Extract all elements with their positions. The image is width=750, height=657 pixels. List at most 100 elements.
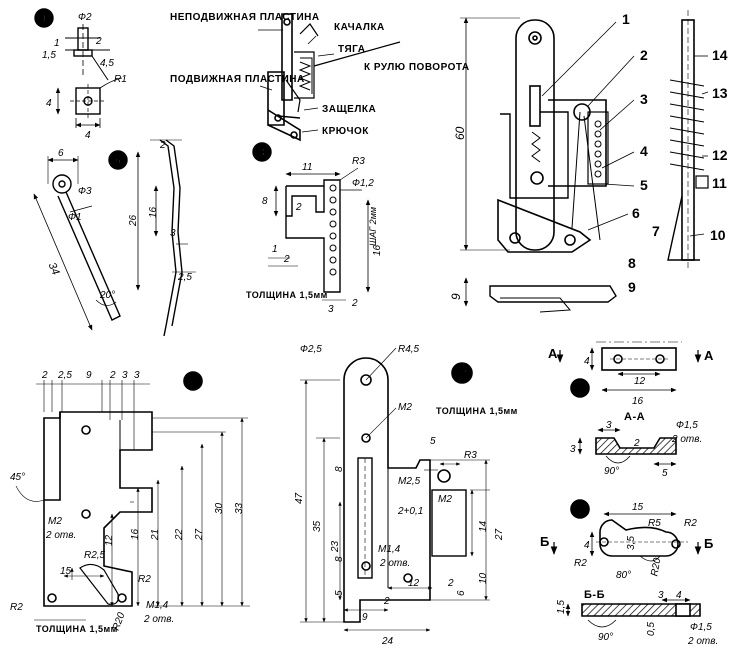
svg-text:2 отв.: 2 отв. bbox=[379, 558, 410, 569]
svg-text:6: 6 bbox=[115, 155, 121, 167]
svg-text:Ф1: Ф1 bbox=[68, 212, 82, 223]
svg-text:8: 8 bbox=[628, 255, 636, 271]
svg-text:2 отв.: 2 отв. bbox=[671, 434, 702, 445]
svg-text:45°: 45° bbox=[10, 472, 25, 483]
svg-text:9: 9 bbox=[449, 293, 463, 300]
svg-text:3,5: 3,5 bbox=[626, 536, 637, 550]
badge-part-6: 6 bbox=[108, 150, 128, 170]
svg-text:R20: R20 bbox=[649, 557, 663, 577]
svg-text:3: 3 bbox=[122, 370, 128, 381]
svg-text:80°: 80° bbox=[616, 570, 631, 581]
svg-text:5: 5 bbox=[334, 590, 345, 596]
part-3-holes bbox=[329, 184, 337, 276]
svg-text:R3: R3 bbox=[464, 450, 477, 461]
svg-text:24: 24 bbox=[381, 636, 394, 647]
svg-text:22: 22 bbox=[174, 528, 185, 541]
part-3-dimensions: 11 R3 Ф1,2 8 2 ШАГ 2мм 16 1 2 3 2 ТОЛЩИН… bbox=[246, 156, 383, 315]
svg-text:М2: М2 bbox=[438, 494, 452, 505]
svg-text:11: 11 bbox=[712, 175, 727, 191]
svg-text:R2,5: R2,5 bbox=[84, 550, 106, 561]
svg-text:А: А bbox=[704, 348, 714, 363]
svg-text:1: 1 bbox=[622, 11, 630, 27]
part-14-dimensions: Ф2,5 R4,5 М2 ТОЛЩИНА 1,5мм 5 R3 М2,5 М2 … bbox=[294, 344, 517, 647]
svg-text:27: 27 bbox=[494, 528, 505, 541]
part-14-drawing: 14 bbox=[300, 347, 490, 632]
svg-text:Б: Б bbox=[704, 536, 714, 551]
svg-text:3: 3 bbox=[134, 370, 140, 381]
assembly-main-dimensions: 60 9 bbox=[449, 126, 467, 300]
svg-text:8: 8 bbox=[262, 196, 268, 207]
badge-part-10: 10 bbox=[570, 499, 590, 519]
svg-text:ТЯГА: ТЯГА bbox=[338, 44, 365, 55]
part-6-drawing: 6 bbox=[33, 150, 128, 331]
svg-text:2: 2 bbox=[41, 370, 48, 381]
svg-text:2: 2 bbox=[95, 36, 102, 47]
svg-text:5: 5 bbox=[577, 383, 583, 395]
assembly-main-callouts: 1 2 3 4 5 6 7 8 9 10 11 12 13 14 bbox=[622, 11, 728, 295]
svg-text:10: 10 bbox=[710, 227, 726, 243]
svg-text:21: 21 bbox=[150, 529, 161, 541]
part-5-dimensions: А А А-А 4 12 16 3 2 Ф1,5 2 отв. 3 90° 5 bbox=[548, 346, 714, 479]
svg-text:2: 2 bbox=[640, 47, 648, 63]
svg-text:М2,5: М2,5 bbox=[398, 476, 421, 487]
svg-text:34: 34 bbox=[46, 261, 62, 277]
svg-text:12: 12 bbox=[634, 376, 646, 387]
svg-text:R3: R3 bbox=[352, 156, 365, 167]
svg-text:Б: Б bbox=[540, 534, 550, 549]
svg-text:14: 14 bbox=[456, 369, 468, 380]
assembly-overview-drawing bbox=[267, 13, 401, 142]
svg-text:33: 33 bbox=[234, 502, 245, 514]
assembly-main-leaders bbox=[541, 21, 709, 237]
svg-text:К РУЛЮ ПОВОРОТА: К РУЛЮ ПОВОРОТА bbox=[364, 62, 470, 73]
part-1-dimensions: Ф2 2 1,5 1 4,5 R1 4 4 bbox=[42, 12, 127, 141]
svg-text:КРЮЧОК: КРЮЧОК bbox=[322, 126, 369, 137]
svg-text:ЗАЩЕЛКА: ЗАЩЕЛКА bbox=[322, 104, 376, 115]
svg-text:3: 3 bbox=[640, 91, 648, 107]
svg-text:ПОДВИЖНАЯ ПЛАСТИНА: ПОДВИЖНАЯ ПЛАСТИНА bbox=[170, 74, 305, 85]
svg-text:R1: R1 bbox=[114, 74, 127, 85]
svg-text:12: 12 bbox=[408, 578, 420, 589]
svg-text:R2: R2 bbox=[138, 574, 151, 585]
part-7-dim-lines bbox=[15, 380, 250, 621]
svg-text:9: 9 bbox=[86, 370, 92, 381]
svg-text:А-А: А-А bbox=[624, 411, 645, 423]
svg-text:26: 26 bbox=[128, 214, 139, 227]
svg-text:2: 2 bbox=[109, 370, 116, 381]
svg-text:2: 2 bbox=[159, 140, 166, 151]
svg-text:Ф1,5: Ф1,5 bbox=[690, 622, 712, 633]
svg-text:3: 3 bbox=[259, 147, 265, 159]
svg-text:М1,4: М1,4 bbox=[146, 600, 169, 611]
svg-text:Ф1,2: Ф1,2 bbox=[352, 178, 374, 189]
svg-text:А: А bbox=[548, 346, 558, 361]
svg-text:3: 3 bbox=[606, 420, 612, 431]
svg-text:7: 7 bbox=[190, 376, 196, 388]
svg-text:6: 6 bbox=[58, 148, 64, 159]
svg-text:0,5: 0,5 bbox=[646, 622, 657, 636]
svg-text:3: 3 bbox=[658, 590, 664, 601]
svg-text:5: 5 bbox=[662, 468, 668, 479]
svg-text:М2: М2 bbox=[398, 402, 412, 413]
svg-text:30: 30 bbox=[214, 502, 225, 514]
svg-text:2+0,1: 2+0,1 bbox=[397, 506, 423, 517]
svg-text:8: 8 bbox=[334, 466, 345, 472]
svg-text:1: 1 bbox=[54, 38, 60, 49]
svg-text:4: 4 bbox=[46, 98, 52, 109]
svg-text:Ф2,5: Ф2,5 bbox=[300, 344, 322, 355]
svg-text:Ф2: Ф2 bbox=[78, 12, 92, 23]
badge-part-1: 1 bbox=[34, 8, 54, 28]
part-7-drawing: 7 bbox=[15, 371, 250, 621]
svg-text:2: 2 bbox=[383, 596, 390, 607]
spring-wire-drawing bbox=[135, 139, 196, 337]
svg-text:16: 16 bbox=[130, 528, 141, 540]
svg-text:R2: R2 bbox=[574, 558, 587, 569]
svg-text:15: 15 bbox=[632, 502, 644, 513]
assembly-overview-labels: НЕПОДВИЖНАЯ ПЛАСТИНА КАЧАЛКА ТЯГА К РУЛЮ… bbox=[170, 12, 470, 137]
svg-text:16: 16 bbox=[372, 244, 383, 256]
svg-text:14: 14 bbox=[478, 520, 489, 532]
svg-text:Ф3: Ф3 bbox=[78, 186, 92, 197]
svg-text:2 отв.: 2 отв. bbox=[45, 530, 76, 541]
part-14-dim-lines bbox=[300, 347, 490, 632]
svg-text:R2: R2 bbox=[684, 518, 697, 529]
svg-text:ТОЛЩИНА 1,5мм: ТОЛЩИНА 1,5мм bbox=[246, 290, 328, 300]
svg-text:2,5: 2,5 bbox=[177, 272, 192, 283]
